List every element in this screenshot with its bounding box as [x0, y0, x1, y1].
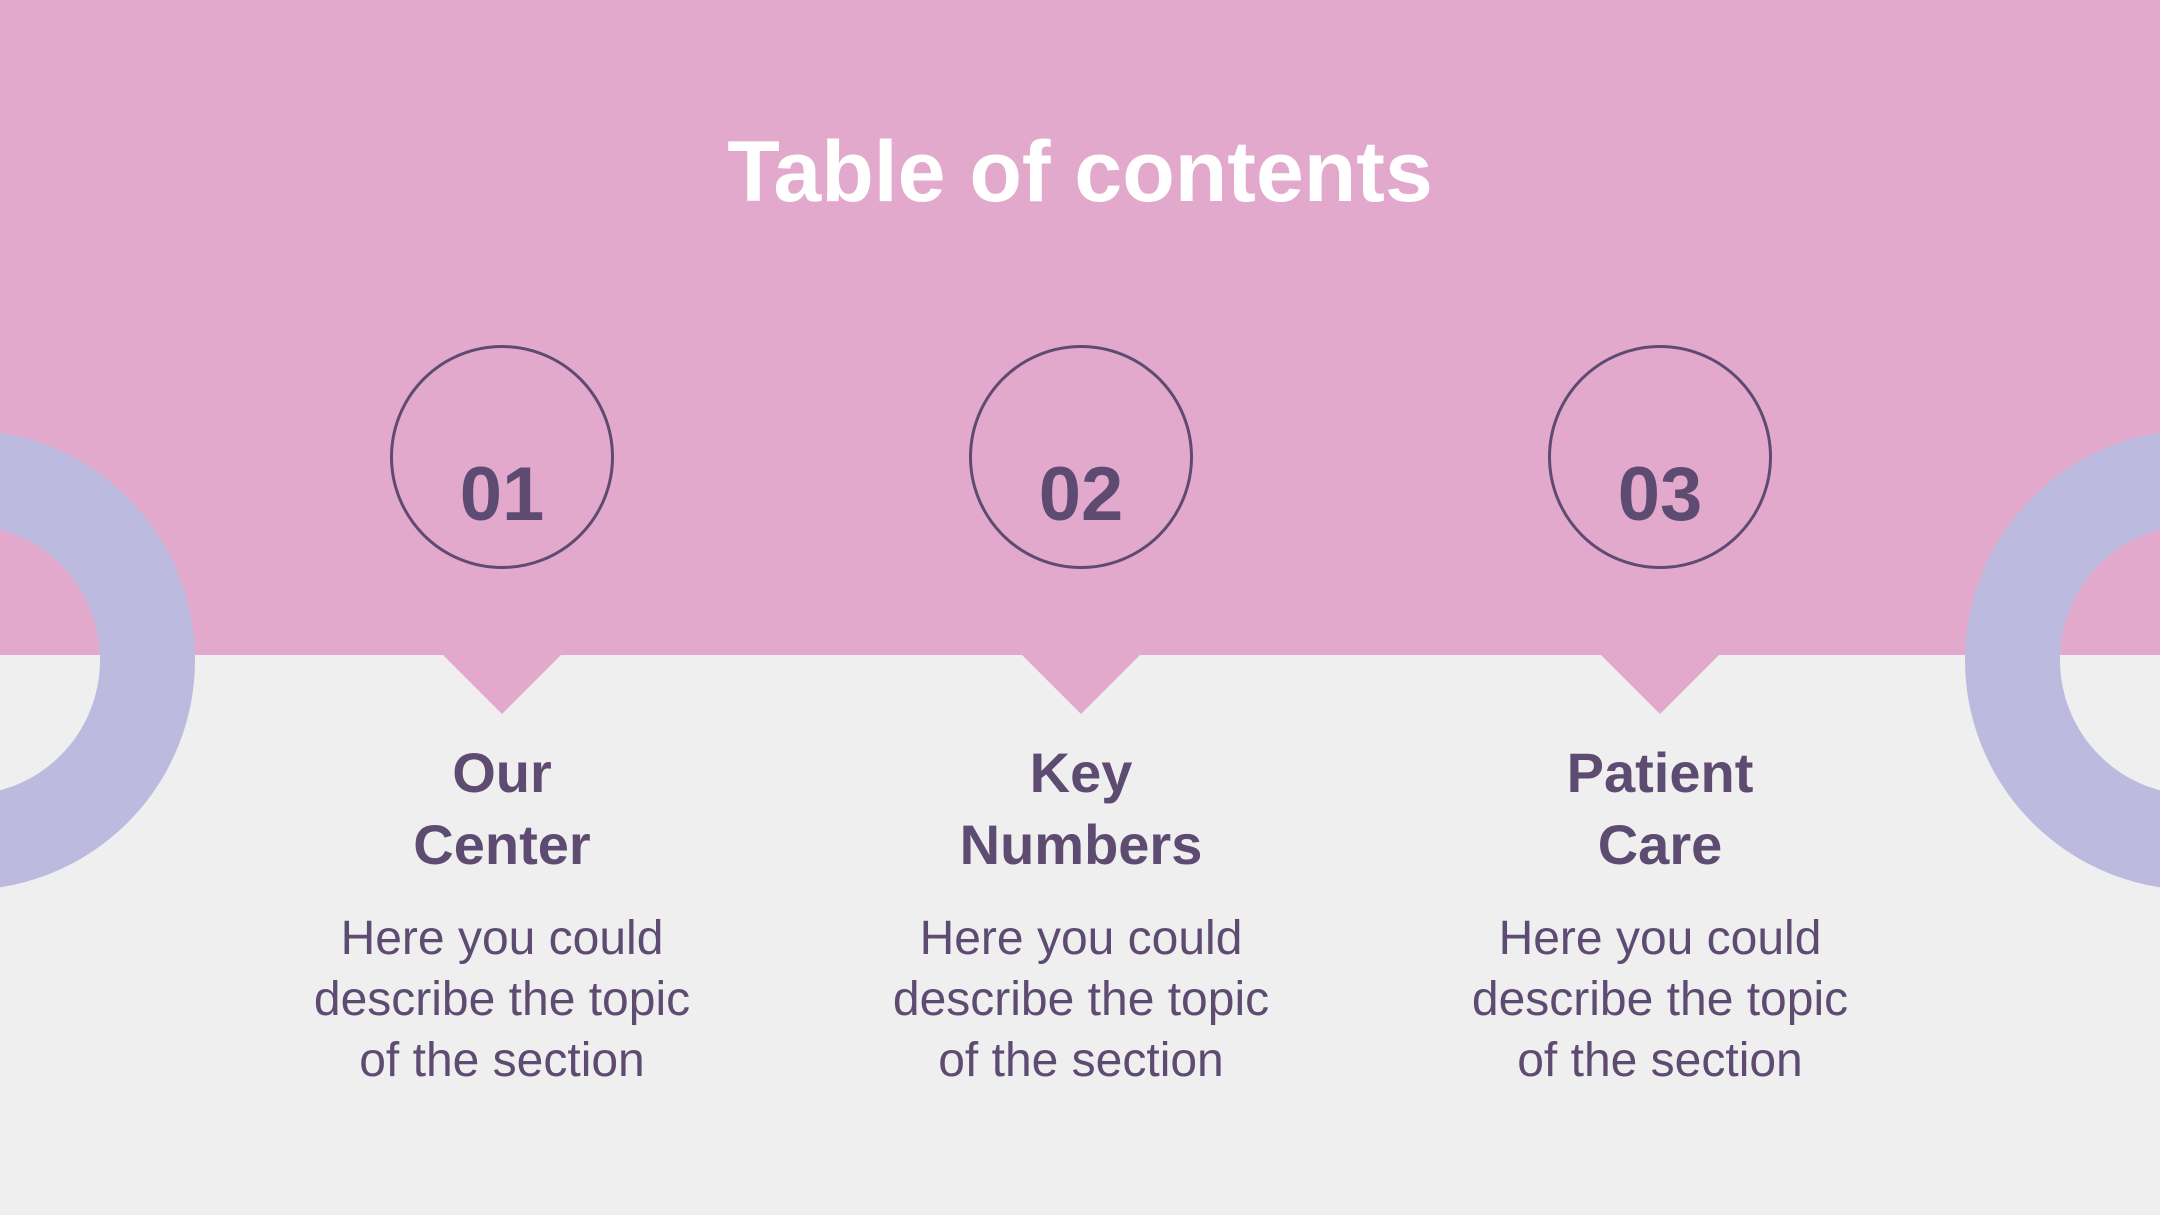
- section-description: Here you could describe the topic of the…: [801, 908, 1361, 1091]
- section-heading-line: Numbers: [959, 813, 1203, 876]
- section-description-line: describe the topic: [313, 973, 691, 1026]
- section-number: 03: [1617, 452, 1703, 537]
- section-description-line: of the section: [938, 1034, 1224, 1087]
- section-heading-line: Key: [1029, 741, 1133, 804]
- section-description-line: describe the topic: [1471, 973, 1849, 1026]
- section-number: 02: [1038, 452, 1124, 537]
- number-circle: [1548, 345, 1772, 569]
- section-description-line: of the section: [1517, 1034, 1803, 1087]
- toc-item-key-numbers: 02 Key Numbers Here you could describe t…: [801, 0, 1361, 1215]
- slide-title: Table of contents: [727, 124, 1433, 220]
- section-description: Here you could describe the topic of the…: [222, 908, 782, 1091]
- pointer-triangle: [1600, 654, 1720, 714]
- section-description-line: describe the topic: [892, 973, 1270, 1026]
- section-number: 01: [459, 452, 545, 537]
- section-heading-line: Patient: [1566, 741, 1754, 804]
- section-heading-line: Care: [1597, 813, 1723, 876]
- toc-item-patient-care: 03 Patient Care Here you could describe …: [1380, 0, 1940, 1215]
- section-description-line: Here you could: [340, 912, 664, 965]
- section-description: Here you could describe the topic of the…: [1380, 908, 1940, 1091]
- pointer-triangle: [1021, 654, 1141, 714]
- number-circle: [390, 345, 614, 569]
- pointer-triangle: [442, 654, 562, 714]
- section-description-line: of the section: [359, 1034, 645, 1087]
- section-heading: Our Center: [222, 737, 782, 881]
- section-heading-line: Center: [413, 813, 591, 876]
- section-description-line: Here you could: [919, 912, 1243, 965]
- section-description-line: Here you could: [1498, 912, 1822, 965]
- section-heading: Key Numbers: [801, 737, 1361, 881]
- number-circle: [969, 345, 1193, 569]
- section-heading-line: Our: [452, 741, 552, 804]
- toc-item-our-center: 01 Our Center Here you could describe th…: [222, 0, 782, 1215]
- section-heading: Patient Care: [1380, 737, 1940, 881]
